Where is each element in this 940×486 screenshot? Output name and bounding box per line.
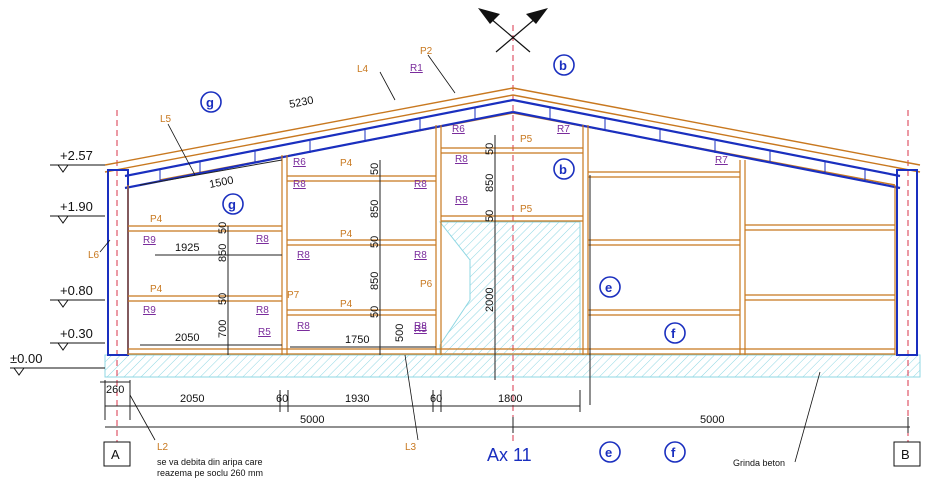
roof-web-ticks [159, 108, 866, 182]
dim-v50a: 50 [217, 222, 229, 234]
label-R8c: R8 [455, 154, 468, 165]
section-markers [200, 54, 686, 463]
dim-v850a: 850 [217, 244, 229, 262]
label-P4c: P4 [340, 158, 353, 169]
label-R1: R1 [410, 63, 423, 74]
label-R9a: R9 [143, 235, 156, 246]
construction-lines [100, 135, 910, 433]
note-grinda: Grinda beton [733, 458, 785, 468]
dim-v50f: 50 [484, 143, 496, 155]
label-P7: P7 [287, 290, 300, 301]
marker-e-1: e [605, 280, 612, 295]
label-L6: L6 [88, 250, 100, 261]
note-l2-line1: se va debita din aripa care [157, 457, 263, 467]
label-P4a: P4 [150, 214, 163, 225]
dim-v850d: 850 [484, 174, 496, 192]
dim-2050: 2050 [175, 332, 199, 344]
label-R8b: R8 [414, 179, 427, 190]
steel-roof-beams [124, 98, 901, 190]
level-marks [10, 164, 105, 376]
label-L5: L5 [160, 114, 172, 125]
dim-v2000: 2000 [484, 288, 496, 312]
dim-v50c: 50 [369, 163, 381, 175]
label-R8f: R8 [297, 250, 310, 261]
marker-b-1: b [559, 58, 567, 73]
axis-label-center: Ax 11 [487, 445, 532, 465]
label-R5a: R5 [258, 327, 271, 338]
dim-roof-length: 5230 [288, 94, 314, 110]
label-L4: L4 [357, 64, 369, 75]
label-P5a: P5 [520, 134, 533, 145]
marker-g-2: g [228, 197, 236, 212]
label-P2: P2 [420, 46, 433, 57]
dim-v50e: 50 [369, 306, 381, 318]
dim-v50b: 50 [217, 293, 229, 305]
label-R8a: R8 [293, 179, 306, 190]
label-P5b: P5 [520, 204, 533, 215]
axis-label-b: B [901, 447, 910, 462]
level-2-57: +2.57 [60, 148, 93, 163]
label-R6b: R6 [293, 157, 306, 168]
label-L2: L2 [157, 442, 169, 453]
view-direction-symbol [478, 8, 548, 53]
axis-label-a: A [111, 447, 120, 462]
label-R8h: R8 [256, 305, 269, 316]
dim-1925: 1925 [175, 242, 199, 254]
dim-bottom-60b: 60 [430, 393, 442, 405]
axis-box-a [103, 441, 131, 467]
dim-l5: 1500 [208, 174, 234, 190]
dim-bottom-2050: 2050 [180, 393, 204, 405]
label-R7b: R7 [715, 155, 728, 166]
label-P4d: P4 [340, 229, 353, 240]
dim-bottom-1930: 1930 [345, 393, 369, 405]
label-R7a: R7 [557, 124, 570, 135]
wall-hatch [438, 221, 581, 356]
marker-e-2: e [605, 445, 612, 460]
label-R8j: R8 [414, 321, 427, 332]
level-0-00: ±0.00 [10, 351, 42, 366]
dim-v850b: 850 [369, 200, 381, 218]
level-0-80: +0.80 [60, 283, 93, 298]
label-R8i: R8 [297, 321, 310, 332]
dim-bottom-60a: 60 [276, 393, 288, 405]
axis-box-b [893, 441, 921, 467]
level-0-30: +0.30 [60, 326, 93, 341]
marker-g-1: g [206, 95, 214, 110]
label-R8e: R8 [256, 234, 269, 245]
walls [107, 125, 918, 356]
label-L3: L3 [405, 442, 417, 453]
dim-span-right: 5000 [700, 414, 724, 426]
dim-v850c: 850 [369, 272, 381, 290]
label-R9b: R9 [143, 305, 156, 316]
label-R8d: R8 [455, 195, 468, 206]
dim-bottom-1800: 1800 [498, 393, 522, 405]
label-R8g: R8 [414, 250, 427, 261]
dim-v700: 700 [217, 320, 229, 338]
marker-f-1: f [671, 326, 676, 341]
marker-b-2: b [559, 162, 567, 177]
dim-v50d: 50 [369, 236, 381, 248]
dim-v500: 500 [394, 324, 406, 342]
dim-v50g: 50 [484, 210, 496, 222]
dim-span-left: 5000 [300, 414, 324, 426]
note-l2-line2: reazema pe soclu 260 mm [157, 468, 263, 478]
marker-f-2: f [671, 445, 676, 460]
leader-lines [99, 54, 821, 463]
label-P4b: P4 [150, 284, 163, 295]
label-P6: P6 [420, 279, 433, 290]
label-R5b: R5 [414, 324, 427, 335]
label-P4e: P4 [340, 299, 353, 310]
dim-1750: 1750 [345, 334, 369, 346]
shelf-beams [128, 147, 895, 355]
dim-260: 260 [106, 384, 124, 396]
level-1-90: +1.90 [60, 199, 93, 214]
label-R6a: R6 [452, 124, 465, 135]
